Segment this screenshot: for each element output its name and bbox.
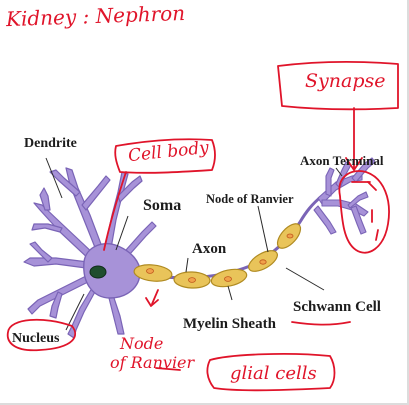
label-schwann-cell: Schwann Cell: [293, 300, 381, 315]
label-nucleus: Nucleus: [12, 332, 59, 346]
nucleus-shape: [90, 266, 106, 278]
red-ink-annotations: [8, 62, 398, 390]
label-dendrite: Dendrite: [24, 137, 77, 151]
note-node-line2: of Ranvier: [110, 355, 194, 371]
label-axon: Axon: [192, 242, 226, 257]
note-node-line1: Node: [120, 336, 163, 352]
label-soma: Soma: [143, 198, 181, 214]
axon-terminal-branches: [314, 158, 375, 234]
label-node-of-ranvier: Node of Ranvier: [206, 193, 294, 206]
note-glial-cells: glial cells: [230, 365, 317, 383]
note-kidney-nephron: Kidney : Nephron: [6, 3, 186, 29]
note-synapse: Synapse: [305, 72, 385, 91]
label-myelin-sheath: Myelin Sheath: [183, 317, 276, 332]
label-axon-terminal: Axon Terminal: [300, 154, 383, 167]
